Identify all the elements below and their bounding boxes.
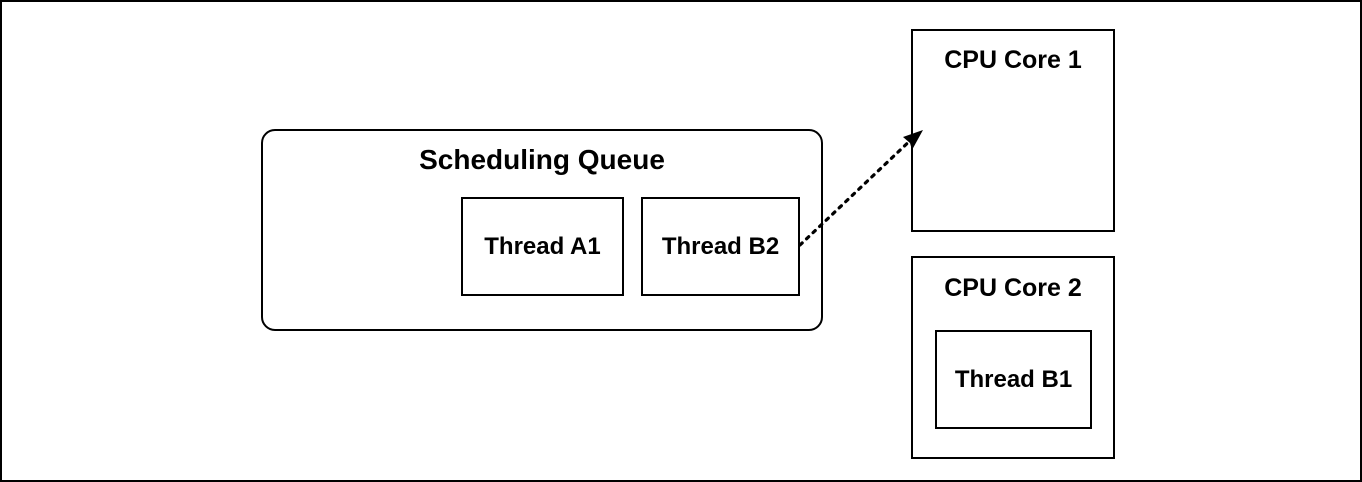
cpu-core-1: CPU Core 1 [911,29,1115,232]
thread-b1-label: Thread B1 [954,365,1073,393]
thread-a1-box: Thread A1 [461,197,624,296]
cpu-core-1-title: CPU Core 1 [944,46,1082,74]
thread-b1-box: Thread B1 [935,330,1092,429]
cpu-core-2: CPU Core 2 Thread B1 [911,256,1115,459]
cpu-core-2-title: CPU Core 2 [944,274,1082,302]
thread-b2-box: Thread B2 [641,197,800,296]
scheduling-queue-title: Scheduling Queue [419,144,665,175]
thread-a1-label: Thread A1 [484,232,601,260]
thread-b2-label: Thread B2 [661,232,780,260]
